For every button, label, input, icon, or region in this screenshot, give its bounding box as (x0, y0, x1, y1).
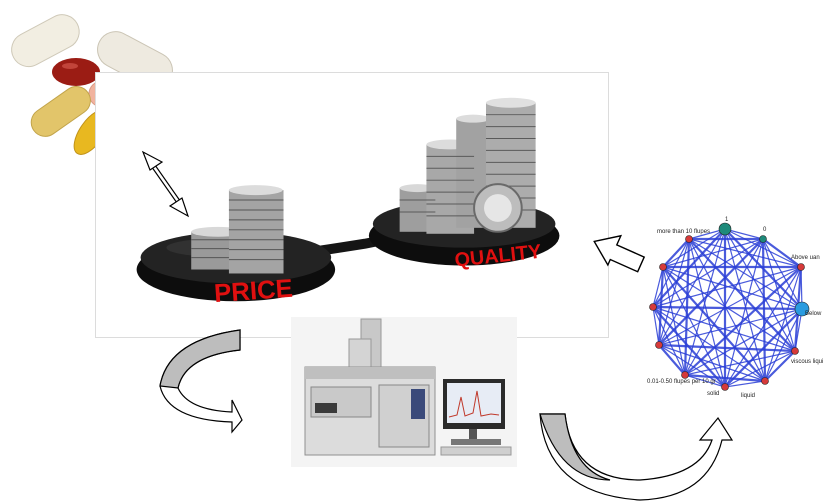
price-quality-scale-image: PRICE QUALITY (95, 72, 609, 338)
network-edge (658, 343, 796, 353)
network-node (761, 377, 769, 385)
network-edge (762, 238, 803, 310)
network-edge (764, 350, 796, 382)
network-edge (662, 238, 764, 268)
network-edge (657, 266, 665, 346)
network-node (797, 263, 805, 271)
network-node (721, 383, 729, 391)
curved-arrow-icon (539, 413, 734, 501)
network-edge (658, 266, 802, 346)
network-edge (724, 228, 764, 240)
network-node-label: solid (707, 391, 719, 397)
network-node (681, 371, 689, 379)
network-edge (761, 238, 767, 382)
network-edge (724, 308, 803, 388)
network-edge (684, 374, 726, 388)
network-edge (662, 266, 686, 376)
price-coin-stacks (191, 185, 284, 274)
network-node (685, 235, 693, 243)
network-edge (724, 380, 766, 388)
network-edge (764, 266, 802, 382)
network-edge (724, 350, 796, 388)
network-node (794, 301, 810, 317)
network-edge (688, 238, 796, 352)
network-edge (652, 306, 726, 388)
network-edge (762, 238, 802, 268)
network-edge (724, 238, 764, 388)
network-edge (724, 228, 766, 382)
quality-coin-stacks (399, 97, 536, 234)
network-edge (662, 266, 726, 388)
network-edge (683, 238, 691, 376)
network-node-label: liquid (741, 393, 755, 399)
network-edge (652, 238, 764, 308)
network-edge (652, 266, 664, 308)
curved-arrow-icon (159, 329, 243, 434)
network-edge (662, 266, 803, 310)
network-node-label: 0 (763, 227, 767, 233)
network-edge (764, 308, 803, 382)
price-label: PRICE (213, 275, 294, 308)
network-edge (724, 266, 802, 388)
network-edge (684, 350, 796, 376)
network-node (759, 235, 767, 243)
network-node (791, 347, 799, 355)
network-edge (684, 266, 802, 376)
network-edge (652, 306, 660, 346)
network-edge (684, 373, 766, 383)
network-edge (652, 306, 796, 352)
network-node-label: Above uan (791, 255, 820, 261)
network-node (659, 263, 667, 271)
network-node (649, 303, 657, 311)
network-node-label: Below u (805, 311, 823, 317)
network-edge (652, 238, 690, 308)
network-edge (652, 306, 686, 376)
network-edge (658, 344, 686, 376)
network-edge (688, 238, 766, 382)
network-node (718, 222, 732, 236)
network-edge (688, 238, 802, 268)
network-edge (652, 306, 766, 382)
network-node-label: more than 10 flupes (657, 229, 710, 235)
network-edge (662, 266, 796, 352)
network-edge (658, 344, 726, 388)
network-node (655, 341, 663, 349)
network-node-label: 0.01-0.50 flupes per 10 gr (647, 379, 716, 385)
network-edge (688, 238, 726, 388)
gas-chromatograph-image (291, 317, 517, 467)
network-edge (652, 266, 802, 308)
network-edge (658, 238, 764, 346)
network-edge (688, 238, 803, 310)
network-edge (662, 238, 690, 268)
network-node-label: 1 (725, 217, 729, 223)
network-edge (658, 238, 690, 346)
network-node-label: viscous liqui (791, 359, 823, 365)
network-edge (662, 266, 766, 382)
